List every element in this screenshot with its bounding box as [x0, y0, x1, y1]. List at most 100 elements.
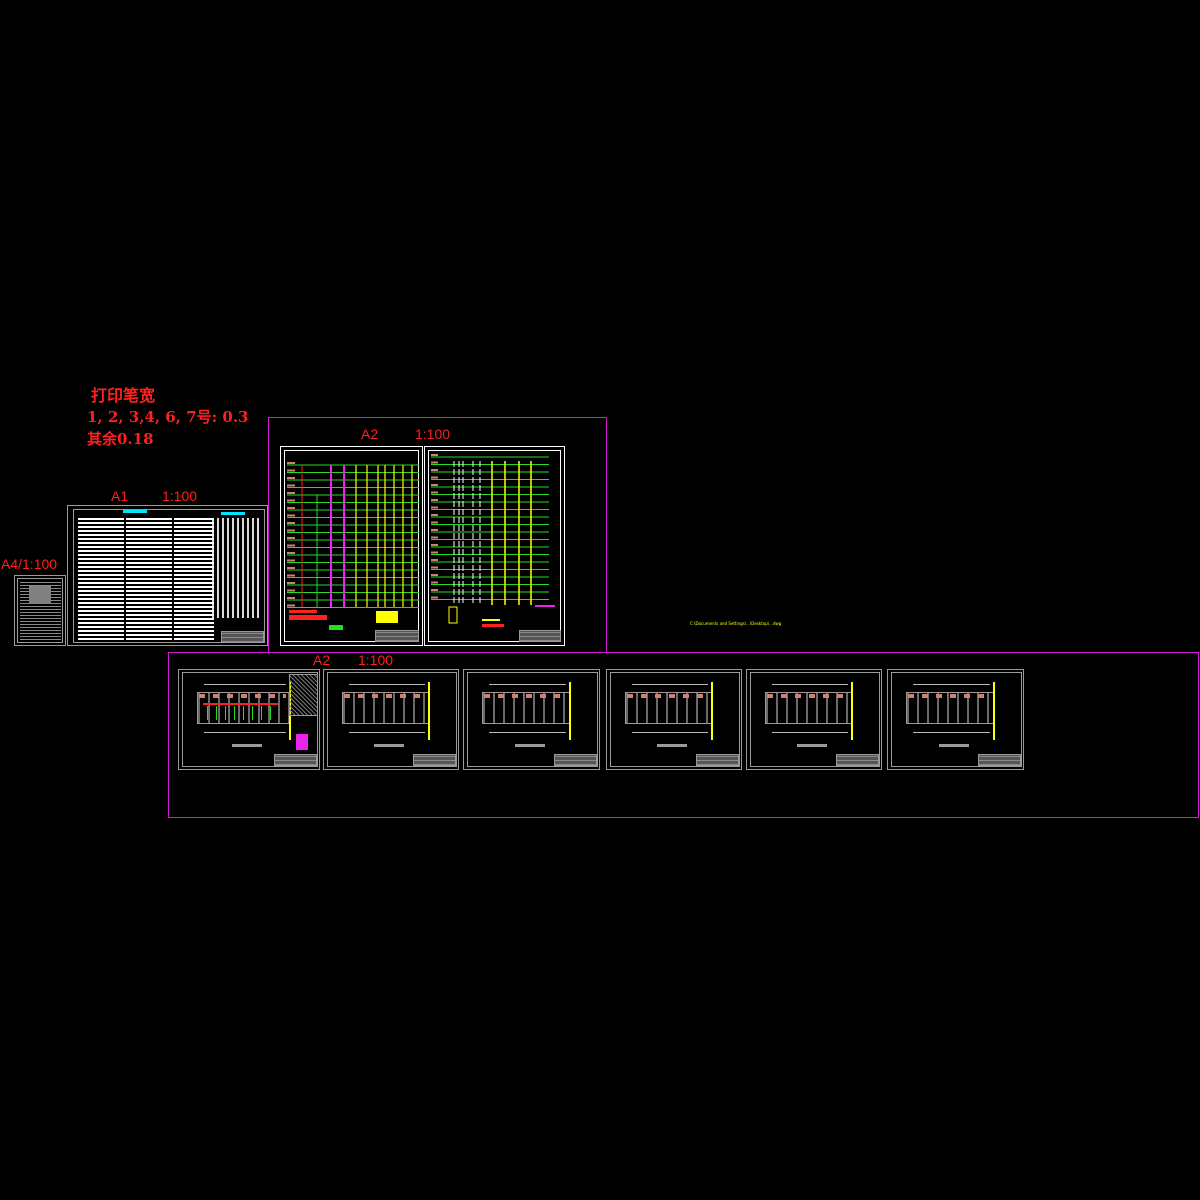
floor-tag	[287, 544, 295, 547]
plan-inner-border	[891, 672, 1022, 767]
plan-title	[938, 744, 969, 747]
plan-dimension-bottom	[632, 732, 708, 733]
a4-sheet-label: A4/1:100	[1, 556, 58, 572]
floor-tag	[431, 596, 438, 599]
plan-section-line	[993, 682, 995, 740]
floor-plan-sheet-4[interactable]	[606, 669, 742, 770]
floor-plan-sheet-3[interactable]	[463, 669, 600, 770]
notes-heading	[123, 510, 147, 513]
floor-tag	[287, 589, 295, 592]
a1-design-notes-sheet[interactable]	[67, 505, 268, 646]
floor-tag	[431, 484, 438, 486]
plan-dimension-top	[632, 684, 708, 685]
floor-tag	[287, 522, 295, 524]
sprinkler-branches	[207, 706, 277, 720]
a1-size-label: A1	[111, 488, 129, 504]
detail-box	[448, 606, 458, 624]
riser-diagram-sheet-1[interactable]	[280, 446, 423, 646]
plans-group-frame	[168, 652, 1199, 818]
floor-tag	[431, 529, 438, 531]
floor-tag	[287, 499, 295, 502]
plan-dimension-bottom	[772, 732, 848, 733]
legend-red-2	[289, 615, 327, 620]
floor-tag	[287, 559, 295, 562]
fire-main-pipe	[203, 703, 278, 705]
plan-title	[657, 744, 687, 747]
floor-tag	[431, 514, 438, 516]
floor-tag	[431, 469, 438, 471]
floor-plan-sheet-2[interactable]	[323, 669, 459, 770]
plan-pipe-tags	[344, 694, 425, 698]
print-note-title: 打印笔宽	[91, 386, 156, 405]
floor-tag	[287, 514, 295, 517]
floor-tag	[287, 597, 295, 599]
floor-tag	[431, 536, 438, 539]
plan-dimension-top	[772, 684, 848, 685]
print-note-line2: 其余0.18	[87, 430, 154, 448]
floor-tag	[431, 544, 438, 546]
floor-plan-sheet-1[interactable]	[178, 669, 320, 770]
a4-table-header	[29, 586, 51, 604]
plan-inner-border	[182, 672, 318, 767]
a1-scale-label: 1:100	[162, 488, 198, 504]
notes-column-3	[174, 516, 214, 640]
floor-tag	[287, 462, 295, 464]
materials-table	[212, 518, 262, 618]
plan-dimension-bottom	[204, 732, 286, 733]
floor-tag	[431, 581, 438, 584]
plan-title-block	[836, 754, 879, 766]
plan-dimension-top	[349, 684, 425, 685]
plan-title-block	[554, 754, 597, 766]
floor-tag	[431, 461, 438, 464]
notes-column-2	[126, 516, 172, 640]
riser1-drawing	[287, 462, 419, 630]
plan-dimension-top	[489, 684, 566, 685]
plan-title	[232, 744, 262, 747]
site-plan-inset	[289, 674, 318, 716]
riser-diagram-sheet-2[interactable]	[424, 446, 565, 646]
legend-magenta	[535, 605, 555, 607]
floor-tag	[287, 604, 295, 607]
xref-path-note: C:\Documents and Settings\...\Desktop\..…	[690, 621, 782, 626]
riser2-drawing	[431, 454, 555, 627]
a2-riser-scale-label: 1:100	[415, 426, 451, 442]
floor-tag	[287, 552, 295, 554]
legend-yellow	[482, 619, 500, 621]
plan-pipe-tags	[767, 694, 848, 698]
floor-tag	[431, 566, 438, 569]
floor-tag	[287, 469, 295, 472]
floor-plan-sheet-6[interactable]	[887, 669, 1024, 770]
a2-plans-scale-label: 1:100	[358, 652, 394, 668]
floor-tag	[287, 582, 295, 584]
legend-green	[329, 625, 343, 630]
a4-index-sheet[interactable]	[14, 575, 66, 646]
floor-tag	[287, 477, 295, 479]
riser1-title-block	[375, 630, 419, 642]
floor-tag	[431, 476, 438, 479]
plan-title	[374, 744, 404, 747]
plan-pipe-tags	[199, 694, 286, 698]
plan-title-block	[696, 754, 739, 766]
plan-title	[797, 744, 827, 747]
plan-title	[514, 744, 545, 747]
plan-pipe-tags	[484, 694, 566, 698]
plan-title-block	[274, 754, 317, 766]
floor-tag	[431, 574, 438, 576]
plan-dimension-bottom	[913, 732, 990, 733]
plan-inner-border	[467, 672, 598, 767]
plan-section-line	[569, 682, 571, 740]
floor-tag	[431, 589, 438, 591]
plan-title-block	[978, 754, 1021, 766]
floor-plan-sheet-5[interactable]	[746, 669, 882, 770]
plan-inner-border	[327, 672, 457, 767]
riser1-inner-border	[284, 450, 419, 642]
notes-column-1	[78, 516, 124, 640]
legend-yellow	[376, 611, 398, 623]
floor-tag	[287, 574, 295, 577]
print-note-line1: 1, 2, 3,4, 6, 7号: 0.3	[87, 408, 249, 426]
plan-section-line	[711, 682, 713, 740]
plan-dimension-top	[913, 684, 990, 685]
floor-tag	[431, 551, 438, 554]
floor-tag	[287, 567, 295, 569]
plan-dimension-top	[204, 684, 286, 685]
